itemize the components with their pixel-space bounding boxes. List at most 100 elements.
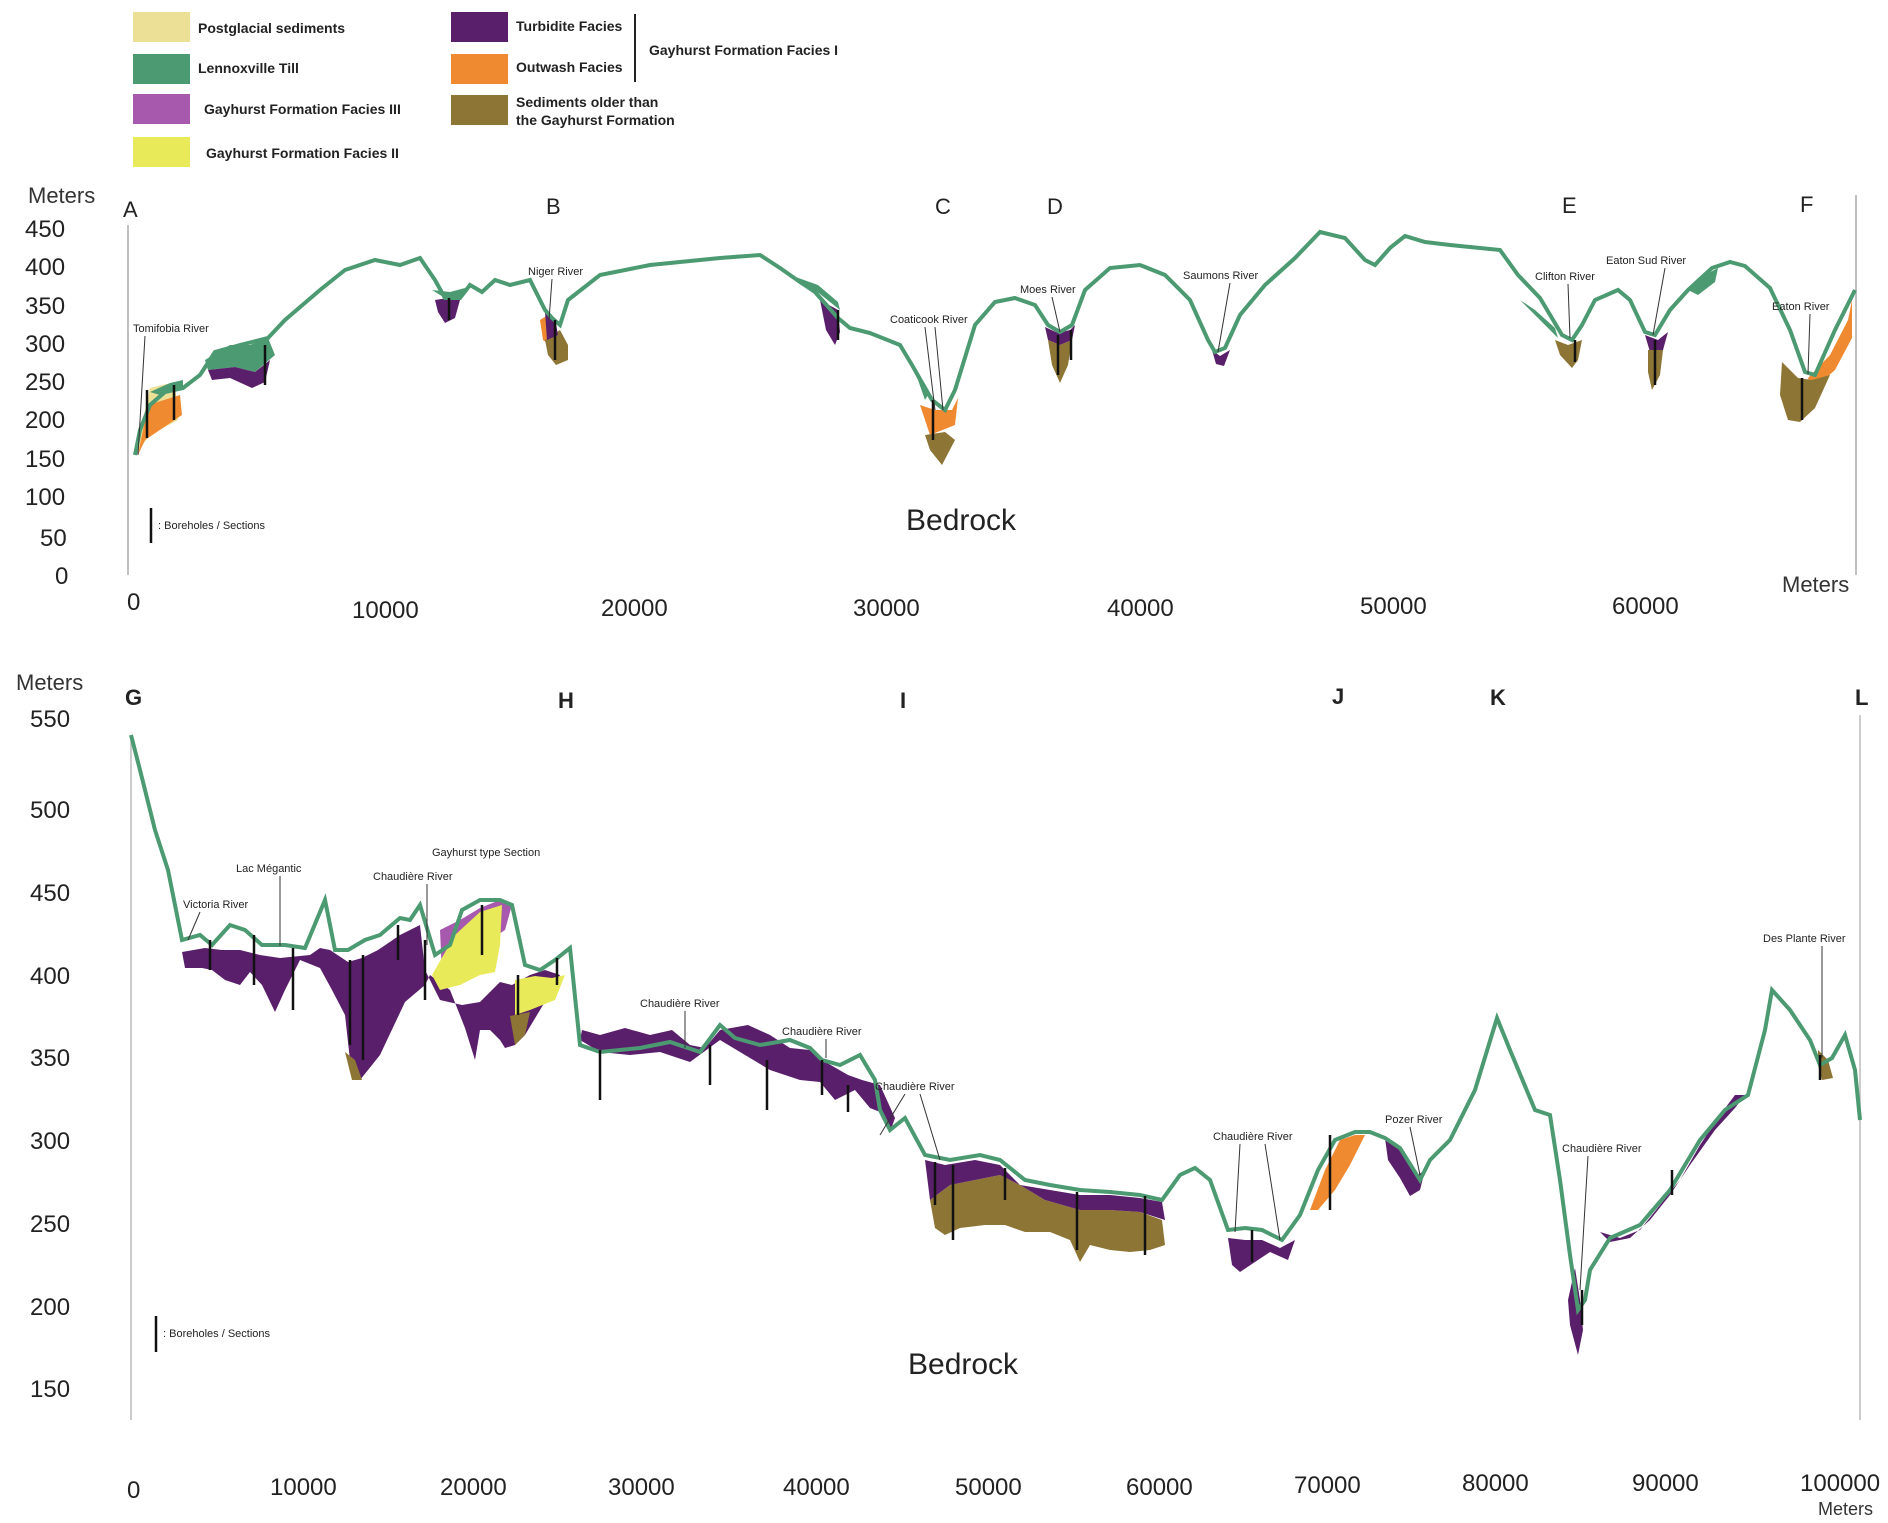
top-x-tick: 60000 [1612, 593, 1679, 620]
legend-label-turbidite: Turbidite Facies [516, 18, 623, 34]
legend-label-facies-3: Gayhurst Formation Facies III [204, 101, 401, 117]
bottom-x-tick: 70000 [1294, 1472, 1361, 1499]
river-leader [1264, 1143, 1281, 1241]
bottom-x-tick: 80000 [1462, 1470, 1529, 1497]
river-label-chaudiere-6: Chaudière River [1562, 1143, 1642, 1155]
top-till-tomifobia [150, 380, 183, 395]
river-leader [1234, 1143, 1241, 1233]
top-y-tick: 350 [25, 293, 65, 320]
bottom-x-tick: 10000 [270, 1474, 337, 1501]
bottom-y-tick: 250 [30, 1211, 70, 1238]
river-label-coaticook: Coaticook River [890, 314, 968, 326]
section-letter-i: I [900, 688, 906, 713]
bottom-turbidite-k [1568, 1268, 1583, 1355]
bottom-x-unit: Meters [1818, 1499, 1873, 1519]
bottom-facies2-gayhurst [432, 905, 502, 990]
river-leader [1409, 1126, 1421, 1176]
legend-swatch-facies-2 [133, 137, 190, 167]
river-label-chaudiere-3: Chaudière River [782, 1026, 862, 1038]
top-y-tick: 400 [25, 254, 65, 281]
top-surface-profile [133, 229, 1857, 456]
top-older-eaton [1780, 362, 1830, 422]
top-outwash-tomifobia [138, 395, 182, 455]
river-label-chaudiere-5: Chaudière River [1213, 1131, 1293, 1143]
bottom-x-tick: 20000 [440, 1474, 507, 1501]
bottom-y-tick: 450 [30, 880, 70, 907]
bottom-y-tick: 550 [30, 706, 70, 733]
top-x-unit: Meters [1782, 572, 1849, 597]
top-y-unit: Meters [28, 183, 95, 208]
top-older-moes [1048, 340, 1072, 383]
bottom-y-tick: 400 [30, 963, 70, 990]
section-letter-d: D [1047, 194, 1063, 219]
top-turbidite-saumons [1212, 350, 1230, 366]
river-label-saumons: Saumons River [1183, 270, 1259, 282]
section-letter-g: G [125, 685, 142, 710]
river-leader [1567, 283, 1571, 339]
top-older-coaticook [925, 432, 955, 465]
top-till-clifton [1520, 300, 1558, 338]
bottom-y-tick: 350 [30, 1045, 70, 1072]
legend-swatch-lennoxville-till [133, 54, 190, 84]
bottom-turbidite-ij-b [1020, 1185, 1165, 1220]
river-label-pozer: Pozer River [1385, 1114, 1443, 1126]
top-turbidite-hump [208, 360, 270, 388]
bottom-older-gh-b [510, 1012, 530, 1045]
top-y-tick: 150 [25, 446, 65, 473]
legend-swatch-outwash [451, 54, 508, 84]
bottom-river-labels: Victoria River Lac Mégantic Chaudière Ri… [183, 847, 1846, 1291]
section-letter-h: H [558, 688, 574, 713]
bottom-older-ij [930, 1175, 1165, 1262]
legend-label-older-sediments-line1: Sediments older than [516, 94, 658, 110]
legend-swatch-older-sediments [451, 95, 508, 125]
top-turbidite-eaton-sud [1645, 332, 1668, 352]
bottom-turbidite-j [1228, 1238, 1295, 1272]
legend-label-older-sediments-line2: the Gayhurst Formation [516, 112, 675, 128]
top-turbidite-28k [820, 300, 840, 345]
river-leader [1807, 313, 1811, 375]
legend-label-outwash: Outwash Facies [516, 59, 623, 75]
top-borehole-note: : Boreholes / Sections [158, 520, 266, 532]
bottom-borehole-note: : Boreholes / Sections [163, 1328, 271, 1340]
river-label-chaudiere-2: Chaudière River [640, 998, 720, 1010]
top-till-hump [205, 338, 275, 372]
river-label-victoria: Victoria River [183, 899, 249, 911]
bottom-y-ticks: 550 500 450 400 350 300 250 200 150 [30, 706, 70, 1403]
top-till-62k [1688, 268, 1718, 295]
legend-swatch-turbidite [451, 12, 508, 42]
top-y-tick: 0 [55, 563, 68, 590]
legend-swatch-postglacial [133, 12, 190, 42]
bottom-y-tick: 150 [30, 1376, 70, 1403]
top-older-clifton [1555, 340, 1582, 368]
river-leader [919, 1093, 941, 1161]
top-x-tick: 20000 [601, 595, 668, 622]
river-label-lac-megantic: Lac Mégantic [236, 863, 302, 875]
bottom-turbidite-hi [580, 1025, 895, 1132]
bottom-turbidite-k-right [1600, 1095, 1745, 1242]
bottom-turbidite-pozer [1385, 1138, 1425, 1196]
bottom-y-tick: 200 [30, 1294, 70, 1321]
river-label-moes: Moes River [1020, 284, 1076, 296]
river-leader [187, 911, 201, 941]
bottom-y-unit: Meters [16, 670, 83, 695]
section-letter-l: L [1855, 685, 1868, 710]
top-till-dip-12k [432, 288, 465, 298]
river-label-eaton: Eaton River [1772, 301, 1830, 313]
river-label-gayhurst-type-section: Gayhurst type Section [432, 847, 540, 859]
legend: Postglacial sediments Lennoxville Till G… [133, 12, 838, 167]
section-letter-j: J [1332, 684, 1344, 709]
top-sediment-fills [135, 268, 1852, 465]
top-borehole-marks [145, 298, 1804, 440]
river-label-tomifobia: Tomifobia River [133, 323, 209, 335]
bottom-facies2-gayhurst-b [515, 975, 565, 1015]
river-leader [879, 1093, 906, 1136]
bottom-x-tick: 30000 [608, 1474, 675, 1501]
legend-group-label: Gayhurst Formation Facies I [649, 42, 838, 58]
top-older-niger [545, 330, 568, 365]
top-y-tick: 250 [25, 369, 65, 396]
river-label-chaudiere-1: Chaudière River [373, 871, 453, 883]
top-y-tick: 300 [25, 331, 65, 358]
top-panel: Meters 450 400 350 300 250 200 150 100 5… [25, 183, 1857, 624]
section-letter-k: K [1490, 685, 1506, 710]
